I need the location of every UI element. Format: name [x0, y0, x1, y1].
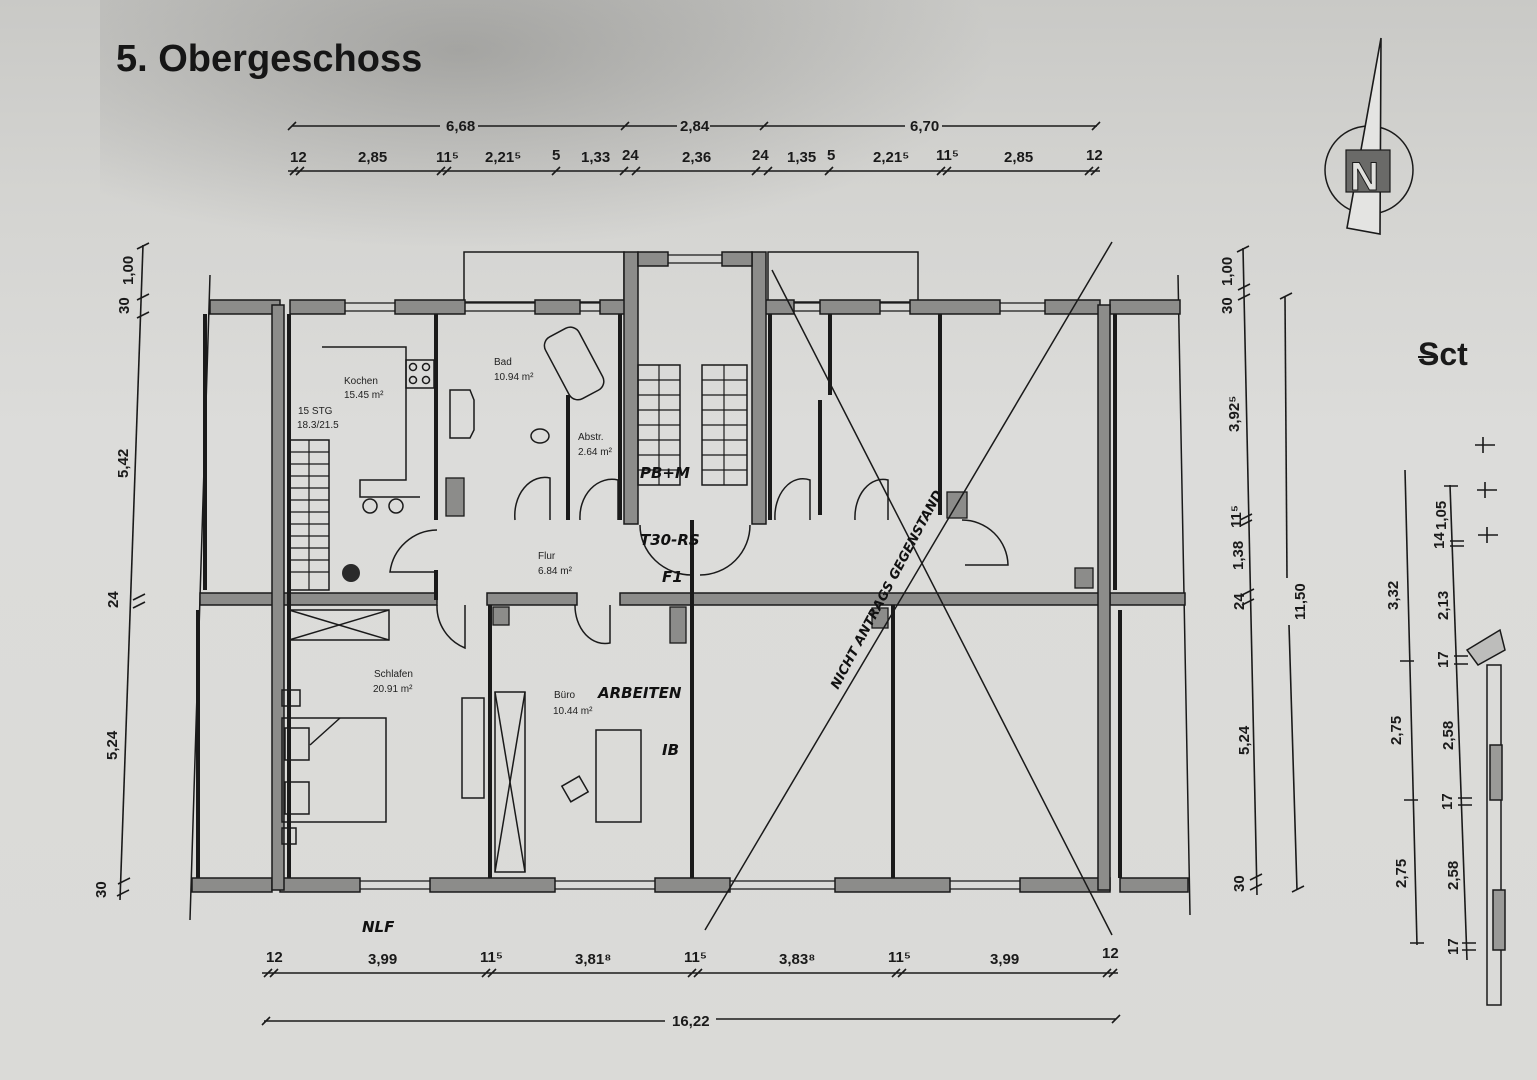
- dim-label: 30: [116, 297, 133, 314]
- handwritten-note-arbeiten: ARBEITEN: [597, 684, 682, 702]
- dim-label: 30: [1219, 297, 1236, 314]
- paper-shadow: [100, 0, 1000, 250]
- handwritten-note-bottom: NLF: [362, 918, 395, 936]
- dim-label: 5,42: [115, 449, 132, 478]
- dim-label: 1,00: [1219, 257, 1236, 286]
- dim-label: 5,24: [1236, 725, 1253, 755]
- dim-label: 11⁵: [436, 149, 459, 166]
- stairs-label: 15 STG: [298, 406, 333, 417]
- dim-label: 3,99: [990, 951, 1019, 968]
- dim-label: 12: [266, 949, 283, 966]
- dim-label: 3,32: [1385, 581, 1402, 610]
- dim-label: 2,75: [1388, 716, 1405, 745]
- dim-label: 2,58: [1445, 861, 1462, 890]
- room-label-office: Büro: [554, 690, 576, 701]
- room-area-hall: 6.84 m²: [538, 566, 573, 577]
- dim-label: 1,00: [120, 256, 137, 285]
- dim-label: 11⁵: [936, 147, 959, 164]
- north-label: N: [1350, 155, 1379, 199]
- dim-label: 1,33: [581, 149, 610, 166]
- dim-label: 24: [1231, 593, 1248, 610]
- dim-label: 11⁵: [1228, 505, 1245, 528]
- plant-icon: [342, 564, 360, 582]
- dim-label: 3,99: [368, 951, 397, 968]
- bottom-detail-dimension: [262, 968, 1118, 978]
- dim-label: 2,36: [682, 149, 711, 166]
- dim-2-84: 2,84: [680, 118, 710, 135]
- left-vertical-dimension: [116, 242, 150, 901]
- dim-label: 1,38: [1230, 541, 1247, 570]
- dim-label: 11⁵: [684, 949, 707, 966]
- handwritten-tag-ib: IB: [662, 741, 679, 759]
- dim-label: 17: [1439, 793, 1456, 810]
- section-detail: [1465, 628, 1506, 1006]
- dim-label: 30: [93, 881, 110, 898]
- dim-label: 2,13: [1435, 591, 1452, 620]
- dim-label: 3,81⁸: [575, 951, 611, 968]
- room-area-kitchen: 15.45 m²: [344, 390, 384, 401]
- dim-label: 2,85: [1004, 149, 1033, 166]
- handwritten-note-door: T30-RS: [640, 531, 700, 549]
- section-marker: Sct: [1418, 336, 1468, 372]
- top-detail-dimension: [288, 166, 1100, 176]
- top-overall-dimension: [287, 121, 1101, 131]
- room-label-bath: Bad: [494, 357, 512, 368]
- dim-16-22: 16,22: [672, 1013, 710, 1030]
- dim-label: 24: [622, 147, 639, 164]
- north-arrow-icon: N: [1324, 37, 1414, 235]
- dim-label: 2,21⁵: [873, 149, 909, 166]
- dim-6-70: 6,70: [910, 118, 939, 135]
- dim-label: 1,35: [787, 149, 816, 166]
- dim-label: 3,92⁵: [1226, 396, 1243, 432]
- dim-label: 17: [1445, 938, 1462, 955]
- dim-label: 2,85: [358, 149, 387, 166]
- section-height-dimensions: [1400, 437, 1498, 961]
- room-area-bedroom: 20.91 m²: [373, 684, 413, 695]
- section-marker-strike: [1418, 356, 1438, 358]
- room-label-hall: Flur: [538, 551, 556, 562]
- dim-label: 11⁵: [480, 949, 503, 966]
- dim-6-68: 6,68: [446, 118, 475, 135]
- room-area-storage: 2.64 m²: [578, 447, 613, 458]
- room-label-bedroom: Schlafen: [374, 669, 413, 680]
- dim-label: 17: [1435, 651, 1452, 668]
- room-label-kitchen: Kochen: [344, 376, 378, 387]
- floor-plan: [189, 241, 1191, 936]
- room-area-bath: 10.94 m²: [494, 372, 534, 383]
- room-label-storage: Abstr.: [578, 432, 604, 443]
- dim-11-50: 11,50: [1292, 583, 1309, 620]
- dim-label: 11⁵: [888, 949, 911, 966]
- dim-label: 2,58: [1440, 721, 1457, 750]
- right-vertical-dimension: [1236, 245, 1305, 896]
- handwritten-note-stair: PB+M: [640, 464, 690, 482]
- dim-label: 12: [1102, 945, 1119, 962]
- dim-label: 12: [290, 149, 307, 166]
- room-area-office: 10.44 m²: [553, 706, 593, 717]
- dim-label: 24: [105, 591, 122, 608]
- dim-label: 5,24: [104, 730, 121, 760]
- dim-label: 5: [827, 147, 835, 164]
- floor-title: 5. Obergeschoss: [116, 38, 423, 80]
- dim-label: 14: [1431, 532, 1448, 549]
- dim-label: 2,21⁵: [485, 149, 521, 166]
- dim-label: 2,75: [1393, 859, 1410, 888]
- stairs-spec: 18.3/21.5: [297, 420, 339, 431]
- dim-label: 1,05: [1433, 501, 1450, 530]
- dim-label: 24: [752, 147, 769, 164]
- dim-label: 3,83⁸: [779, 951, 815, 968]
- handwritten-note-f1: F1: [662, 568, 683, 586]
- dim-label: 12: [1086, 147, 1103, 164]
- bottom-overall-dimension: [261, 1014, 1121, 1026]
- dim-label: 30: [1231, 875, 1248, 892]
- dim-label: 5: [552, 147, 560, 164]
